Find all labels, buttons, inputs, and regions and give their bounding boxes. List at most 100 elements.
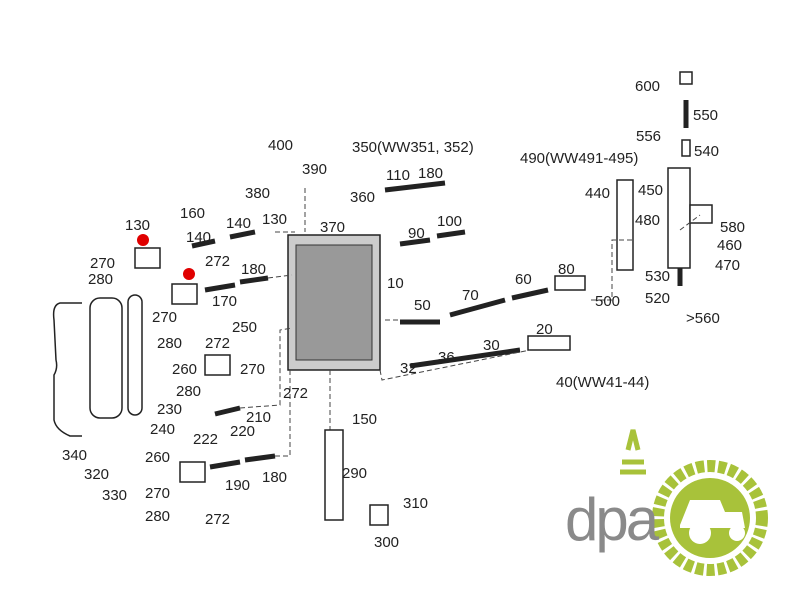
part-label: 260 bbox=[145, 449, 170, 466]
part-label: 130 bbox=[262, 211, 287, 228]
part-label: 600 bbox=[635, 78, 660, 95]
part-label: 20 bbox=[536, 321, 553, 338]
part-label: 40(WW41-44) bbox=[556, 374, 649, 391]
rod-220 bbox=[214, 405, 241, 417]
part-label: 270 bbox=[90, 255, 115, 272]
spring-60 bbox=[511, 287, 549, 301]
part-label: 550 bbox=[693, 107, 718, 124]
part-label: 110 bbox=[386, 167, 410, 184]
cover-320 bbox=[89, 297, 123, 419]
part-label: 240 bbox=[150, 421, 175, 438]
part-label: 250 bbox=[232, 319, 257, 336]
dpa-logo: dpa bbox=[565, 429, 768, 576]
highlight-dot bbox=[137, 234, 149, 246]
solenoid-260a bbox=[204, 354, 231, 376]
part-label: 272 bbox=[205, 335, 230, 352]
rod-70 bbox=[449, 297, 506, 318]
part-label: 330 bbox=[102, 487, 127, 504]
part-label: >560 bbox=[686, 310, 720, 327]
highlight-dot bbox=[183, 268, 195, 280]
part-label: 180 bbox=[418, 165, 443, 182]
part-label: 440 bbox=[585, 185, 610, 202]
part-label: 32 bbox=[400, 360, 417, 377]
part-label: 280 bbox=[88, 271, 113, 288]
part-label: 540 bbox=[694, 143, 719, 160]
rod-140b bbox=[229, 229, 256, 240]
rod-36 bbox=[409, 347, 521, 369]
part-label: 36 bbox=[438, 349, 455, 366]
solenoid-270a bbox=[134, 247, 161, 269]
part-label: 60 bbox=[515, 271, 532, 288]
valve-body-detail bbox=[295, 244, 373, 361]
rod-180b bbox=[244, 453, 276, 463]
gasket-340 bbox=[52, 302, 82, 437]
part-label: 270 bbox=[152, 309, 177, 326]
solenoid-260b bbox=[179, 461, 206, 483]
logo-text: dpa bbox=[565, 486, 660, 553]
gasket-290 bbox=[324, 429, 344, 521]
part-label: 272 bbox=[205, 253, 230, 270]
part-label: 160 bbox=[180, 205, 205, 222]
part-label: 400 bbox=[268, 137, 293, 154]
rod-180a bbox=[239, 275, 269, 285]
part-label: 580 bbox=[720, 219, 745, 236]
part-label: 470 bbox=[715, 257, 740, 274]
tractor-front-wheel bbox=[729, 525, 745, 541]
logo-gear-ring bbox=[652, 460, 768, 576]
part-label: 50 bbox=[414, 297, 431, 314]
part-labels: 400 390 380 350(WW351, 352) 360 110 180 … bbox=[62, 78, 745, 551]
part-label: 480 bbox=[635, 212, 660, 229]
part-label: 320 bbox=[84, 466, 109, 483]
part-label: 380 bbox=[245, 185, 270, 202]
part-label: 272 bbox=[205, 511, 230, 528]
part-80 bbox=[554, 275, 586, 291]
tractor-rear-wheel bbox=[689, 522, 711, 544]
part-label: 490(WW491-495) bbox=[520, 150, 638, 167]
part-label: 390 bbox=[302, 161, 327, 178]
rod-110 bbox=[384, 180, 446, 193]
part-label: 210 bbox=[246, 409, 271, 426]
part-label: 340 bbox=[62, 447, 87, 464]
spool-190 bbox=[209, 459, 241, 470]
part-label: 370 bbox=[320, 219, 345, 236]
part-label: 10 bbox=[387, 275, 404, 292]
part-label: 130 bbox=[125, 217, 150, 234]
part-540 bbox=[681, 139, 691, 157]
part-label: 300 bbox=[374, 534, 399, 551]
part-label: 500 bbox=[595, 293, 620, 310]
gasket-330 bbox=[127, 294, 143, 416]
part-label: 180 bbox=[262, 469, 287, 486]
part-label: 222 bbox=[193, 431, 218, 448]
part-label: 360 bbox=[350, 189, 375, 206]
part-label: 280 bbox=[176, 383, 201, 400]
part-label: 310 bbox=[403, 495, 428, 512]
rod-90 bbox=[399, 237, 431, 247]
spring-100 bbox=[436, 229, 466, 239]
part-label: 180 bbox=[241, 261, 266, 278]
part-label: 140 bbox=[226, 215, 251, 232]
part-label: 230 bbox=[157, 401, 182, 418]
plate-450 bbox=[667, 167, 691, 269]
part-label: 190 bbox=[225, 477, 250, 494]
part-label: 350(WW351, 352) bbox=[352, 139, 474, 156]
part-label: 290 bbox=[342, 465, 367, 482]
spool-170 bbox=[204, 282, 236, 293]
part-label: 260 bbox=[172, 361, 197, 378]
wheat-icon bbox=[620, 429, 646, 475]
part-label: 150 bbox=[352, 411, 377, 428]
part-label: 530 bbox=[645, 268, 670, 285]
part-label: 90 bbox=[408, 225, 425, 242]
part-label: 450 bbox=[638, 182, 663, 199]
part-label: 520 bbox=[645, 290, 670, 307]
part-label: 30 bbox=[483, 337, 500, 354]
part-label: 170 bbox=[212, 293, 237, 310]
part-label: 270 bbox=[145, 485, 170, 502]
part-label: 220 bbox=[230, 423, 255, 440]
part-label: 556 bbox=[636, 128, 661, 145]
tractor-icon bbox=[680, 500, 745, 528]
part-label: 272 bbox=[283, 385, 308, 402]
part-label: 460 bbox=[717, 237, 742, 254]
part-label: 80 bbox=[558, 261, 575, 278]
